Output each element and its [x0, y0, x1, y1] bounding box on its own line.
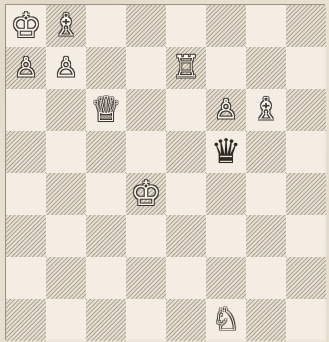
white-king-icon: ♔ — [11, 9, 41, 43]
white-king-icon: ♔ — [131, 177, 161, 211]
square-c1 — [86, 299, 126, 341]
square-e1 — [166, 299, 206, 341]
square-g2 — [246, 257, 286, 299]
square-e3 — [166, 215, 206, 257]
white-bishop-icon: ♗ — [252, 95, 280, 126]
square-f2 — [206, 257, 246, 299]
white-pawn-icon: ♙ — [214, 97, 238, 124]
square-b3 — [46, 215, 86, 257]
white-bishop-icon: ♗ — [52, 11, 80, 42]
square-g6: ♗ — [246, 89, 286, 131]
square-d4: ♔ — [126, 173, 166, 215]
square-h8 — [286, 5, 326, 47]
square-g4 — [246, 173, 286, 215]
square-b1 — [46, 299, 86, 341]
square-a4 — [6, 173, 46, 215]
white-knight-icon: ♘ — [212, 305, 240, 336]
square-a3 — [6, 215, 46, 257]
square-d5 — [126, 131, 166, 173]
square-e5 — [166, 131, 206, 173]
white-rook-icon: ♖ — [172, 53, 200, 84]
square-d6 — [126, 89, 166, 131]
square-f8 — [206, 5, 246, 47]
square-e8 — [166, 5, 206, 47]
square-e2 — [166, 257, 206, 299]
square-a6 — [6, 89, 46, 131]
square-f6: ♙ — [206, 89, 246, 131]
chess-board: ♔ ♗ ♙ ♙ ♖ ♕ ♙ ♗ ♛ ♔ ♘ — [5, 4, 325, 340]
square-a2 — [6, 257, 46, 299]
square-f3 — [206, 215, 246, 257]
square-a1 — [6, 299, 46, 341]
square-e4 — [166, 173, 206, 215]
square-c4 — [86, 173, 126, 215]
square-c5 — [86, 131, 126, 173]
square-e7: ♖ — [166, 47, 206, 89]
square-h2 — [286, 257, 326, 299]
square-h5 — [286, 131, 326, 173]
square-a7: ♙ — [6, 47, 46, 89]
square-h7 — [286, 47, 326, 89]
black-queen-icon: ♛ — [211, 135, 241, 169]
square-h6 — [286, 89, 326, 131]
square-a5 — [6, 131, 46, 173]
square-d8 — [126, 5, 166, 47]
square-g3 — [246, 215, 286, 257]
square-c6: ♕ — [86, 89, 126, 131]
square-b6 — [46, 89, 86, 131]
square-e6 — [166, 89, 206, 131]
square-h1 — [286, 299, 326, 341]
square-h4 — [286, 173, 326, 215]
square-d3 — [126, 215, 166, 257]
square-f7 — [206, 47, 246, 89]
square-h3 — [286, 215, 326, 257]
square-b2 — [46, 257, 86, 299]
square-g5 — [246, 131, 286, 173]
square-a8: ♔ — [6, 5, 46, 47]
square-g1 — [246, 299, 286, 341]
square-b5 — [46, 131, 86, 173]
square-f4 — [206, 173, 246, 215]
square-c7 — [86, 47, 126, 89]
square-g7 — [246, 47, 286, 89]
white-pawn-icon: ♙ — [14, 55, 38, 82]
square-b4 — [46, 173, 86, 215]
square-d2 — [126, 257, 166, 299]
square-f1: ♘ — [206, 299, 246, 341]
square-c8 — [86, 5, 126, 47]
square-c3 — [86, 215, 126, 257]
square-d7 — [126, 47, 166, 89]
square-c2 — [86, 257, 126, 299]
square-b8: ♗ — [46, 5, 86, 47]
square-g8 — [246, 5, 286, 47]
square-d1 — [126, 299, 166, 341]
square-b7: ♙ — [46, 47, 86, 89]
white-queen-icon: ♕ — [91, 93, 121, 127]
square-f5: ♛ — [206, 131, 246, 173]
white-pawn-icon: ♙ — [54, 55, 78, 82]
